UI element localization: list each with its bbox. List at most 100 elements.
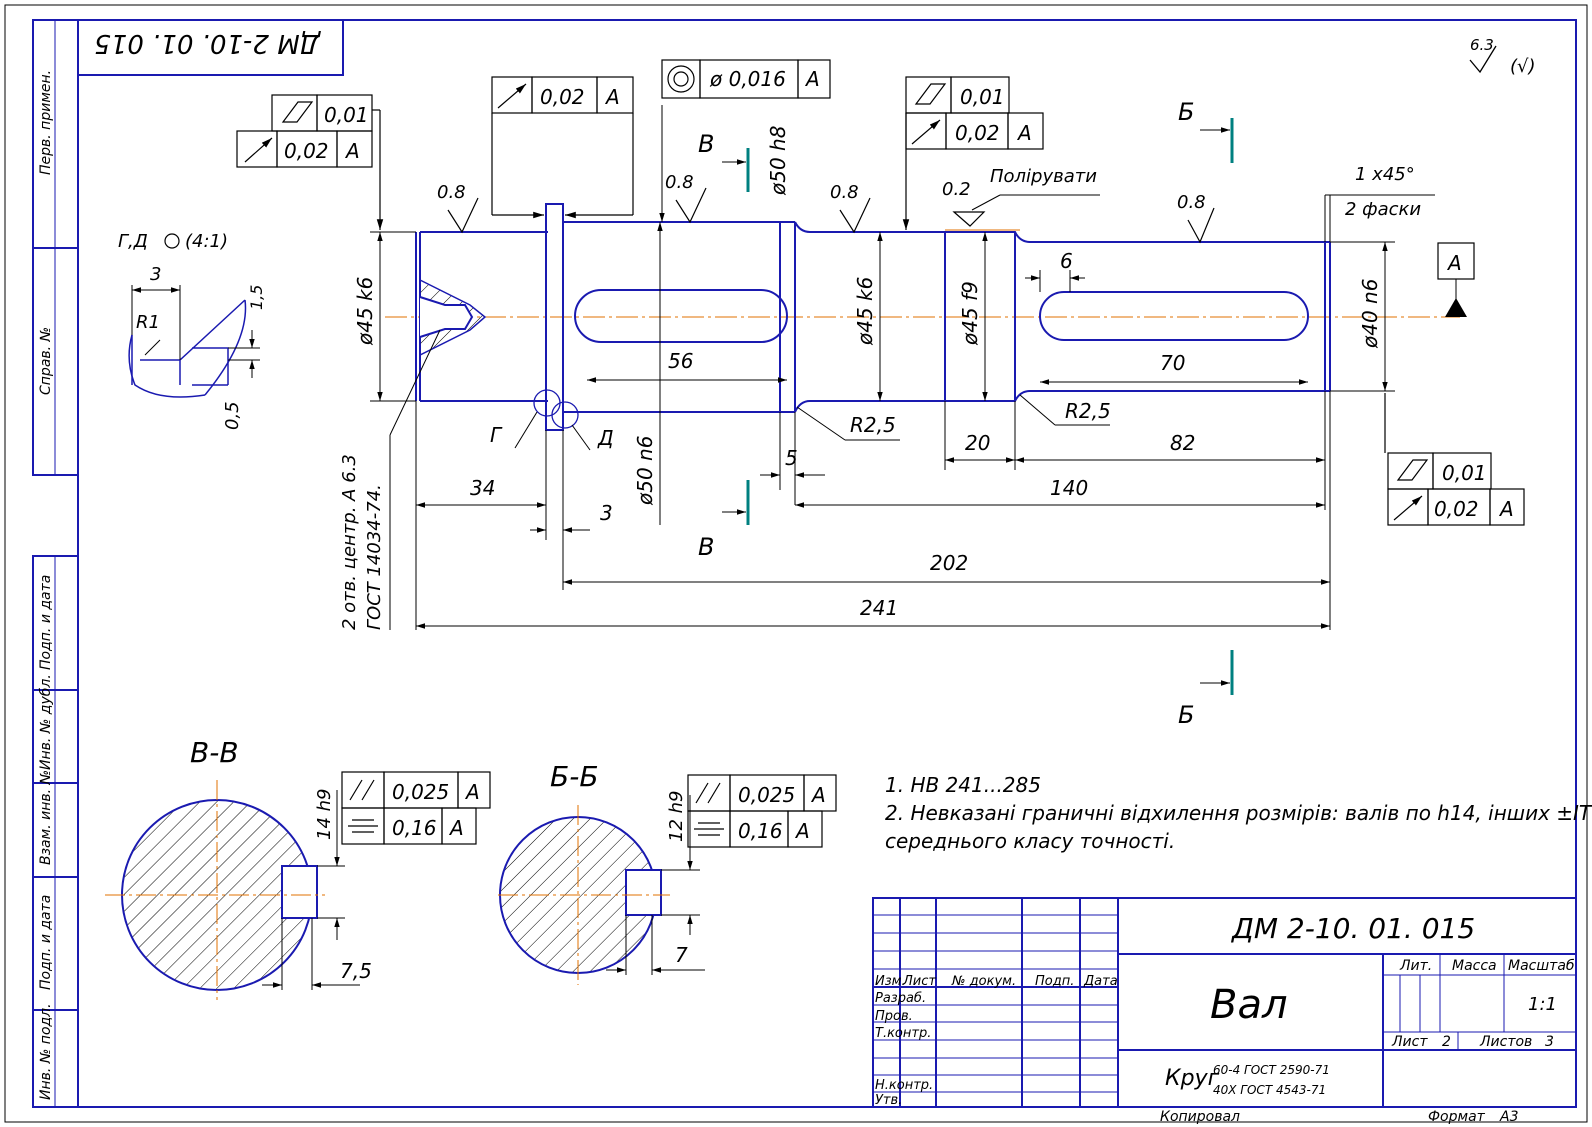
tb-sheets: Листов [1479,1034,1532,1050]
section-mark-b-bottom: Б [1178,701,1194,729]
center-hole-note-2: ГОСТ 14034-74. [364,484,385,630]
tb-col-docum: № докум. [951,974,1016,989]
fcf-shoulder-val: 0,02 [540,85,585,109]
side-label-perv: Перв. примен. [38,70,54,175]
fcf-coax [661,59,831,99]
fcf-vv-par-val: 0,025 [392,780,449,804]
fcf-bb-sym-val: 0,16 [738,819,783,843]
side-label-podp1: Подп. и дата [38,575,54,670]
fcf-shoulder-datum: A [604,85,620,109]
tb-role-utv: Утв. [875,1093,902,1108]
fcf-shoulder [491,76,634,219]
tb-scale: Масштаб [1508,958,1575,974]
tb-role-tkontr: Т.контр. [875,1026,931,1041]
fcf-left [236,94,384,230]
roughness-marks [447,187,1215,244]
fcf-left-datum: A [344,139,360,163]
shaft-outline [415,203,1331,431]
tb-role-nkontr: Н.контр. [875,1078,933,1093]
tb-role-prov: Пров. [875,1009,913,1024]
fcf-coax-val: ø 0,016 [709,67,786,91]
callout-d: Д [597,426,614,450]
section-markers [722,118,1234,695]
tb-mass: Масса [1452,958,1497,974]
roughness-r4: 0.8 [1177,192,1206,213]
detail-dim-15: 1,5 [247,285,266,310]
dia-45k6: ø45 k6 [853,277,877,346]
tb-sheet-no: 2 [1442,1034,1451,1050]
detail-scale: (4:1) [185,231,228,252]
side-strip [32,19,79,1108]
dim-5: 5 [785,446,798,470]
tb-col-list: Лист [902,974,936,989]
fcf-vv-par-datum: A [464,780,480,804]
tb-col-izm: Изм. [875,974,906,989]
dim-r25-a: R2,5 [850,413,896,437]
roughness-r2: 0.8 [665,172,694,193]
tb-material-top: 60-4 ГОСТ 2590-71 [1213,1063,1330,1077]
section-bb-depth: 7 [675,943,688,967]
tb-scale-val: 1:1 [1528,994,1557,1015]
section-mark-b-top: Б [1178,98,1194,126]
section-vv-keyway [281,865,318,919]
callout-circle-d [551,401,579,429]
side-label-podp2: Подп. и дата [38,895,54,990]
dim-34: 34 [470,476,495,500]
dim-202: 202 [930,551,968,575]
tb-lit: Лит. [1399,958,1432,974]
designation-rotated: ДМ 2-10. 01. 015 [94,28,321,58]
tb-material-bottom: 40X ГОСТ 4543-71 [1213,1083,1326,1097]
dia-45k6-left: ø45 k6 [353,277,377,346]
fcf-mid-run-val: 0,02 [955,121,1000,145]
note-2: 2. Невказані граничні відхилення розмірі… [885,801,1592,825]
roughness-general-icon [1469,45,1497,74]
fcf-right-cyl-val: 0,01 [1442,461,1487,485]
note-3: середнього класу точності. [885,829,1175,853]
dia-50h8: ø50 h8 [766,126,790,196]
dim-3: 3 [600,501,613,525]
section-title-bb: Б-Б [550,760,599,793]
note-1: 1. НВ 241...285 [885,773,1041,797]
detail-label: Г,Д [118,231,148,252]
fcf-right [1384,393,1525,526]
dim-82: 82 [1170,431,1195,455]
fcf-right-datum: A [1498,497,1514,521]
dim-r25-b: R2,5 [1065,399,1111,423]
chamfer-note-1: 1 x45° [1355,164,1415,185]
designation-box-rotated [77,19,344,76]
fcf-bb-sym-datum: A [794,819,810,843]
callout-g: Г [490,423,503,447]
chamfer-note-2: 2 фаски [1345,199,1421,220]
tb-part-name: Вал [1210,982,1288,1028]
fcf-left-run-val: 0,02 [284,139,329,163]
side-label-vzam: Взам. инв. № [38,770,54,865]
dia-40n6: ø40 n6 [1358,279,1382,349]
datum-label: A [1446,251,1462,275]
fcf-coax-datum: A [804,67,820,91]
dim-6: 6 [1060,249,1073,273]
side-label-sprav: Справ. № [38,327,54,395]
fcf-vv [341,771,491,845]
fcf-left-cyl-val: 0,01 [324,103,369,127]
tb-sheet: Лист [1391,1034,1428,1050]
section-mark-v-top: В [698,130,714,158]
tb-sheets-no: 3 [1545,1034,1554,1050]
fcf-bb-par-datum: A [810,783,826,807]
detail-dim-05: 0,5 [222,401,243,430]
dim-56: 56 [668,349,693,373]
bottom-copied: Копировал [1160,1109,1240,1125]
roughness-general-note: (√) [1510,56,1536,77]
fcf-mid-datum: A [1016,121,1032,145]
section-title-vv: В-В [190,736,239,769]
center-hole-note-1: 2 отв. центр. А 6.3 [339,454,360,630]
fcf-bb [687,774,837,848]
roughness-r1: 0.8 [437,182,466,203]
polish-note: Полірувати [990,166,1097,187]
side-label-inv-dubl: Инв. № дубл. [38,674,54,770]
detail-dim-3: 3 [150,264,161,285]
fcf-vv-sym-val: 0,16 [392,816,437,840]
bottom-format-val: A3 [1499,1109,1518,1125]
dia-50n6: ø50 n6 [633,436,657,506]
fcf-bb-par-val: 0,025 [738,783,795,807]
